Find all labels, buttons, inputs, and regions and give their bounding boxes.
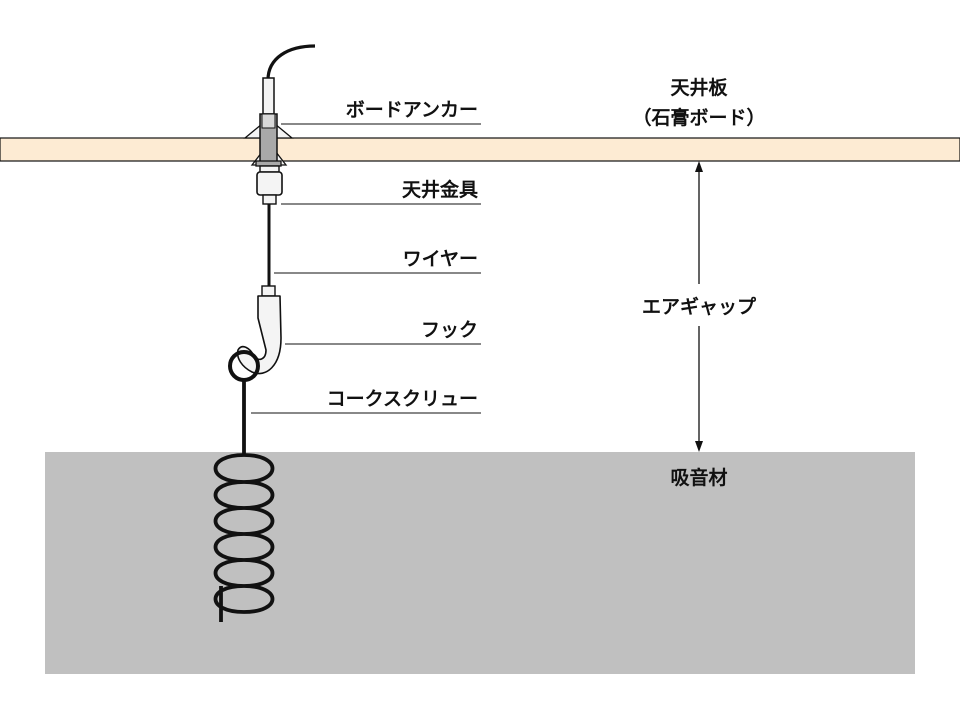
label-ceiling-board-material: （石膏ボード） xyxy=(632,106,765,129)
hook xyxy=(236,285,282,375)
air-gap-arrow xyxy=(695,161,703,452)
ceiling-board xyxy=(0,137,960,162)
ceiling-fitting xyxy=(256,165,283,205)
label-ceiling-fitting: 天井金具 xyxy=(402,178,478,201)
label-hook: フック xyxy=(421,319,478,341)
label-air-gap: エアギャップ xyxy=(642,295,757,318)
label-cork-screw: コークスクリュー xyxy=(327,388,478,410)
label-ceiling-board: 天井板 xyxy=(670,76,728,99)
label-board-anchor: ボードアンカー xyxy=(346,99,478,121)
absorber-block xyxy=(45,452,915,674)
cork-screw xyxy=(213,350,275,622)
label-wire: ワイヤー xyxy=(403,248,478,270)
board-anchor xyxy=(243,77,294,167)
anchor-cable xyxy=(266,44,316,81)
label-absorber: 吸音材 xyxy=(670,466,727,489)
